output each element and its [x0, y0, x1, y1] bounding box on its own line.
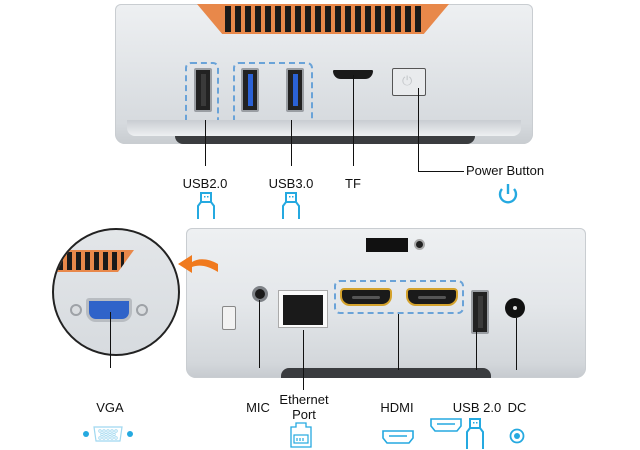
- device-foot: [281, 368, 491, 378]
- hdmi-highlight: [334, 280, 464, 314]
- heat-vent: [197, 4, 449, 34]
- usb2-rear-label: USB 2.0: [452, 400, 502, 415]
- security-slot: [222, 306, 236, 330]
- hdmi-icon: [430, 418, 462, 432]
- bios-switch: [366, 238, 408, 252]
- power-button-label: Power Button: [466, 163, 545, 178]
- arrow-icon: [178, 255, 218, 273]
- vga-port: [86, 298, 132, 322]
- usb2-port: [194, 68, 212, 112]
- usb2-port: [471, 290, 489, 334]
- usb3-label: USB3.0: [268, 176, 314, 191]
- dc-icon: [509, 428, 525, 444]
- hdmi-port-1: [340, 288, 392, 306]
- usb3-port-1: [241, 68, 259, 112]
- hdmi-icon: [382, 430, 414, 444]
- ethernet-port: [278, 290, 328, 328]
- tf-label: TF: [345, 176, 361, 191]
- vga-inset: [52, 228, 180, 356]
- vga-icon: [83, 426, 133, 442]
- tf-slot: [333, 70, 373, 79]
- hdmi-label: HDMI: [380, 400, 414, 415]
- reset-hole: [414, 239, 425, 250]
- dc-jack: [505, 298, 525, 318]
- ethernet-label-line1: Ethernet: [279, 392, 329, 407]
- usb-icon: [466, 418, 484, 449]
- ethernet-label: Ethernet Port: [276, 392, 332, 422]
- ethernet-label-line2: Port: [292, 407, 316, 422]
- usb-icon: [197, 192, 215, 219]
- device-foot: [175, 136, 475, 144]
- usb2-label: USB2.0: [182, 176, 228, 191]
- hdmi-port-2: [406, 288, 458, 306]
- dc-label: DC: [507, 400, 527, 415]
- ethernet-icon: [290, 422, 312, 448]
- usb-icon: [282, 192, 300, 219]
- rear-panel-device: [186, 228, 586, 378]
- bezel: [127, 120, 521, 136]
- usb3-port-2: [286, 68, 304, 112]
- mic-label: MIC: [246, 400, 270, 415]
- front-panel-device: ⏻: [115, 4, 533, 144]
- mic-jack: [252, 286, 268, 302]
- power-icon: [498, 184, 518, 204]
- vga-label: VGA: [96, 400, 124, 415]
- vga-screw: [70, 304, 82, 316]
- power-button: ⏻: [392, 68, 426, 96]
- vga-screw: [136, 304, 148, 316]
- power-icon: ⏻: [402, 73, 413, 88]
